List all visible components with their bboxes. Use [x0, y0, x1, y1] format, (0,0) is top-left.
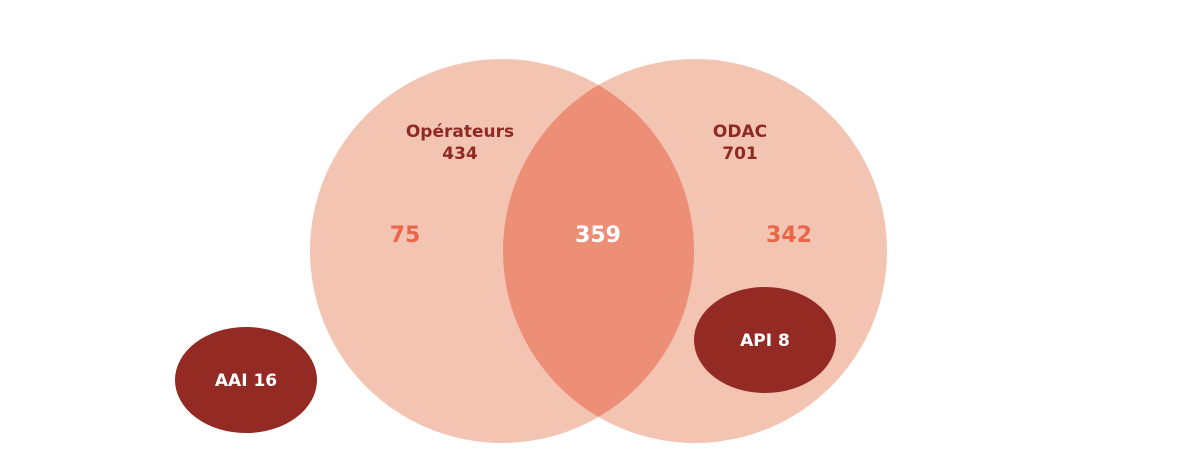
operateurs-set-name: Opérateurs	[406, 122, 514, 142]
odac-only-value: 342	[766, 223, 812, 248]
operateurs-only-value: 75	[390, 223, 421, 248]
aai-ellipse	[175, 327, 317, 433]
aai-label: AAI 16	[215, 371, 277, 391]
intersection-region	[503, 59, 694, 443]
odac-set-name: ODAC	[713, 122, 767, 142]
odac-set-total: 701	[722, 144, 758, 164]
operateurs-set-total: 434	[442, 144, 478, 164]
api-label: API 8	[740, 331, 790, 351]
api-ellipse	[694, 287, 836, 393]
intersection-value: 359	[575, 223, 621, 248]
